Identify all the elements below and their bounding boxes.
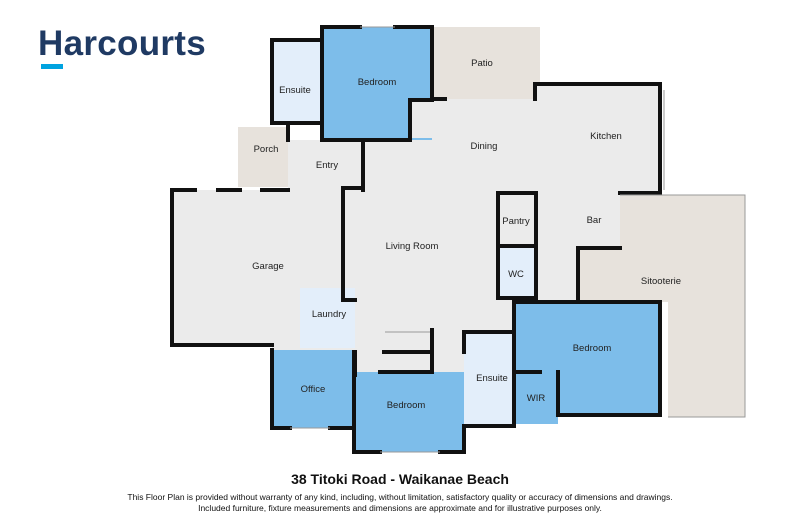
label-wc: WC xyxy=(508,269,524,280)
label-entry: Entry xyxy=(316,160,338,171)
ensuite-bottom-area xyxy=(464,334,512,426)
walls xyxy=(170,25,662,454)
wc-area xyxy=(498,248,536,298)
label-bedroom-bottom: Bedroom xyxy=(387,400,426,411)
office-area xyxy=(272,350,354,428)
pantry-area xyxy=(498,193,536,245)
porch-area xyxy=(238,127,288,187)
disclaimer-line-2: Included furniture, fixture measurements… xyxy=(198,503,602,513)
label-ensuite-top: Ensuite xyxy=(279,85,311,96)
label-wir: WIR xyxy=(527,393,546,404)
label-dining: Dining xyxy=(471,141,498,152)
floor-plan: Ensuite Bedroom Patio Porch Entry Dining… xyxy=(170,25,746,454)
label-living-room: Living Room xyxy=(386,241,439,252)
ensuite-top-area xyxy=(272,40,322,123)
label-bedroom-right: Bedroom xyxy=(573,343,612,354)
logo-text: Harcourts xyxy=(38,24,207,63)
label-laundry: Laundry xyxy=(312,309,347,320)
label-sitooterie: Sitooterie xyxy=(641,276,681,287)
label-kitchen: Kitchen xyxy=(590,131,622,142)
bedroom-top-closet xyxy=(410,100,432,138)
bedroom-bottom-area xyxy=(354,372,464,452)
disclaimer-line-1: This Floor Plan is provided without warr… xyxy=(127,492,673,502)
label-office: Office xyxy=(301,384,326,395)
sitooterie-area xyxy=(578,195,745,417)
property-title: 38 Titoki Road - Waikanae Beach xyxy=(291,471,509,487)
patio-area xyxy=(432,27,540,99)
label-bedroom-top: Bedroom xyxy=(358,77,397,88)
label-pantry: Pantry xyxy=(502,216,530,227)
label-bar: Bar xyxy=(587,215,602,226)
label-garage: Garage xyxy=(252,261,284,272)
label-porch: Porch xyxy=(254,144,279,155)
label-ensuite-bottom: Ensuite xyxy=(476,373,508,384)
label-patio: Patio xyxy=(471,58,493,69)
logo-underline xyxy=(41,64,63,69)
bedroom-right-area xyxy=(514,302,660,415)
windows xyxy=(290,26,746,453)
harcourts-logo: Harcourts xyxy=(38,24,207,69)
wir-area xyxy=(514,372,558,424)
entry-area xyxy=(288,140,363,188)
